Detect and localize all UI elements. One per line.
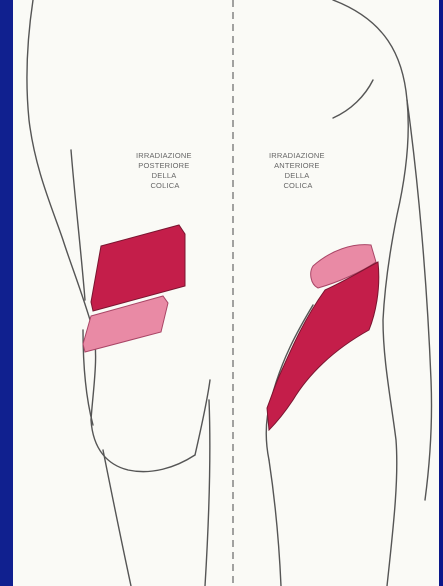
posterior-caption-line-1: IRRADIAZIONE [136,151,192,160]
posterior-caption-line-3: DELLA [152,171,177,180]
posterior-buttock-outline [195,380,210,455]
anterior-figure: IRRADIAZIONE ANTERIORE DELLA COLICA [266,0,431,586]
anterior-caption-line-2: ANTERIORE [274,161,320,170]
anterior-thigh-outline [269,460,281,586]
anterior-caption-line-3: DELLA [285,171,310,180]
posterior-upper-radiation-zone [91,225,185,311]
posterior-caption: IRRADIAZIONE POSTERIORE DELLA COLICA [136,151,194,190]
anterior-chest-outline [333,80,373,118]
posterior-caption-line-4: COLICA [150,181,179,190]
posterior-inner-leg-outline [205,400,210,586]
anatomical-illustration: IRRADIAZIONE POSTERIORE DELLA COLICA IRR… [13,0,439,586]
anterior-caption: IRRADIAZIONE ANTERIORE DELLA COLICA [269,151,327,190]
anterior-arm-outline [407,100,432,500]
posterior-figure: IRRADIAZIONE POSTERIORE DELLA COLICA [27,0,210,586]
anterior-caption-line-1: IRRADIAZIONE [269,151,325,160]
anterior-lower-radiation-zone [267,262,379,430]
posterior-caption-line-2: POSTERIORE [138,161,189,170]
body-outline-drawing: IRRADIAZIONE POSTERIORE DELLA COLICA IRR… [13,0,439,586]
anterior-caption-line-4: COLICA [283,181,312,190]
posterior-arm-outline [71,150,85,300]
